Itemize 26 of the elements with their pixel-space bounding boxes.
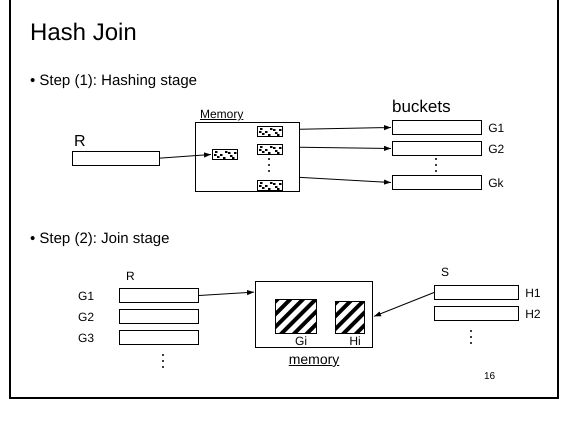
node-label: G1 [488, 122, 504, 134]
node-label: Memory [199, 106, 244, 122]
arrow [300, 125, 392, 130]
node-label: memory [288, 350, 340, 369]
node-label: G2 [488, 142, 504, 154]
text-label: S [441, 266, 450, 278]
arrow [300, 176, 392, 185]
node-label: Hi [348, 334, 361, 348]
bullet-text: • Step (1): Hashing stage [30, 72, 198, 90]
text-label: 16 [484, 372, 496, 382]
arrow [374, 292, 434, 317]
node-label: R [73, 133, 87, 151]
text-label: R [126, 270, 135, 282]
node-label: G3 [78, 332, 96, 344]
node-label: H1 [525, 286, 541, 298]
node-label: Gi [294, 334, 307, 348]
node-label: H2 [525, 308, 541, 320]
node-label: G1 [78, 290, 96, 302]
bullet-text: • Step (2): Join stage [30, 230, 170, 248]
node-label: G2 [78, 310, 96, 322]
arrow [198, 290, 254, 296]
node-label: Gk [488, 176, 504, 188]
arrow [160, 152, 212, 159]
arrow [300, 146, 392, 152]
text-label: buckets [392, 98, 451, 115]
slide-title: Hash Join [30, 18, 137, 48]
